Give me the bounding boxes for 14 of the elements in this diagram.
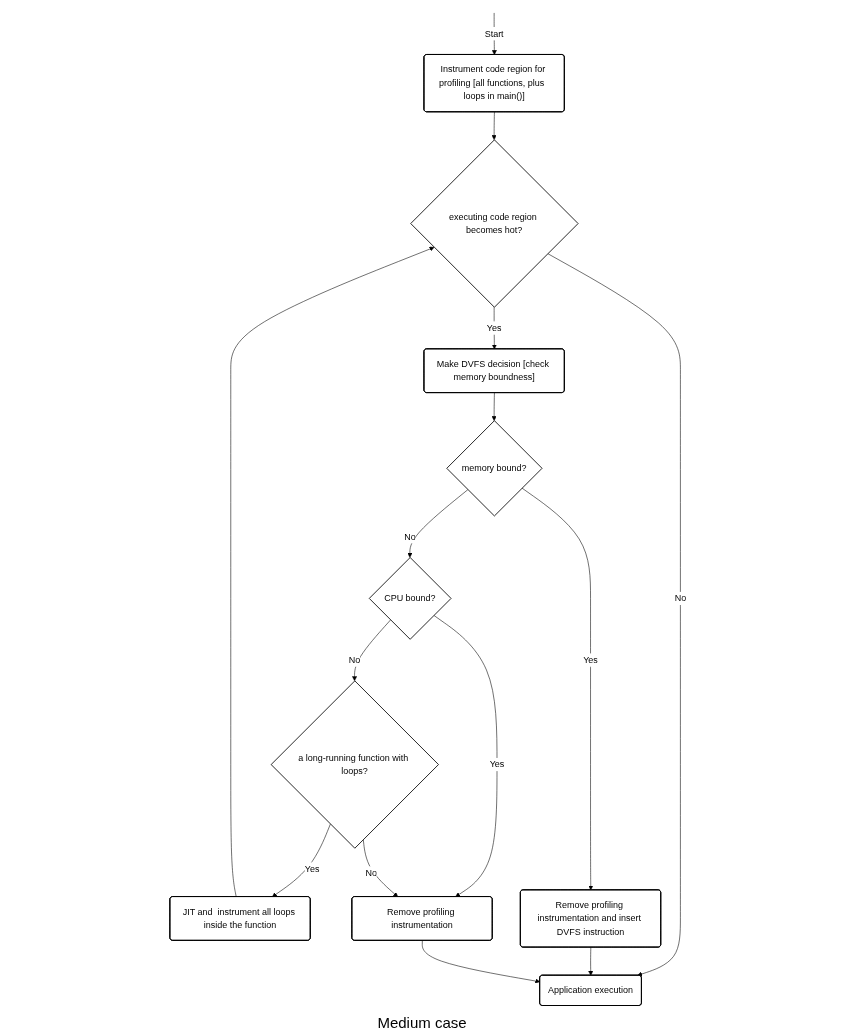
edge-label: No bbox=[348, 655, 361, 665]
node-diamond: a long-running function with loops? bbox=[270, 680, 439, 849]
node-diamond: memory bound? bbox=[446, 420, 543, 517]
edge-label: No bbox=[404, 531, 416, 542]
edge-label: Yes bbox=[583, 655, 598, 665]
node-diamond: CPU bound? bbox=[368, 557, 452, 640]
edge-label: No bbox=[674, 593, 687, 603]
node-diamond: executing code region becomes hot? bbox=[410, 139, 579, 308]
edge-label: Start bbox=[484, 28, 504, 39]
edge-label: Yes bbox=[486, 322, 502, 333]
edge-label: Yes bbox=[304, 864, 320, 874]
edge-label: Yes bbox=[489, 759, 505, 770]
edge-label: No bbox=[365, 867, 377, 878]
note-text: Medium case bbox=[377, 1014, 467, 1031]
